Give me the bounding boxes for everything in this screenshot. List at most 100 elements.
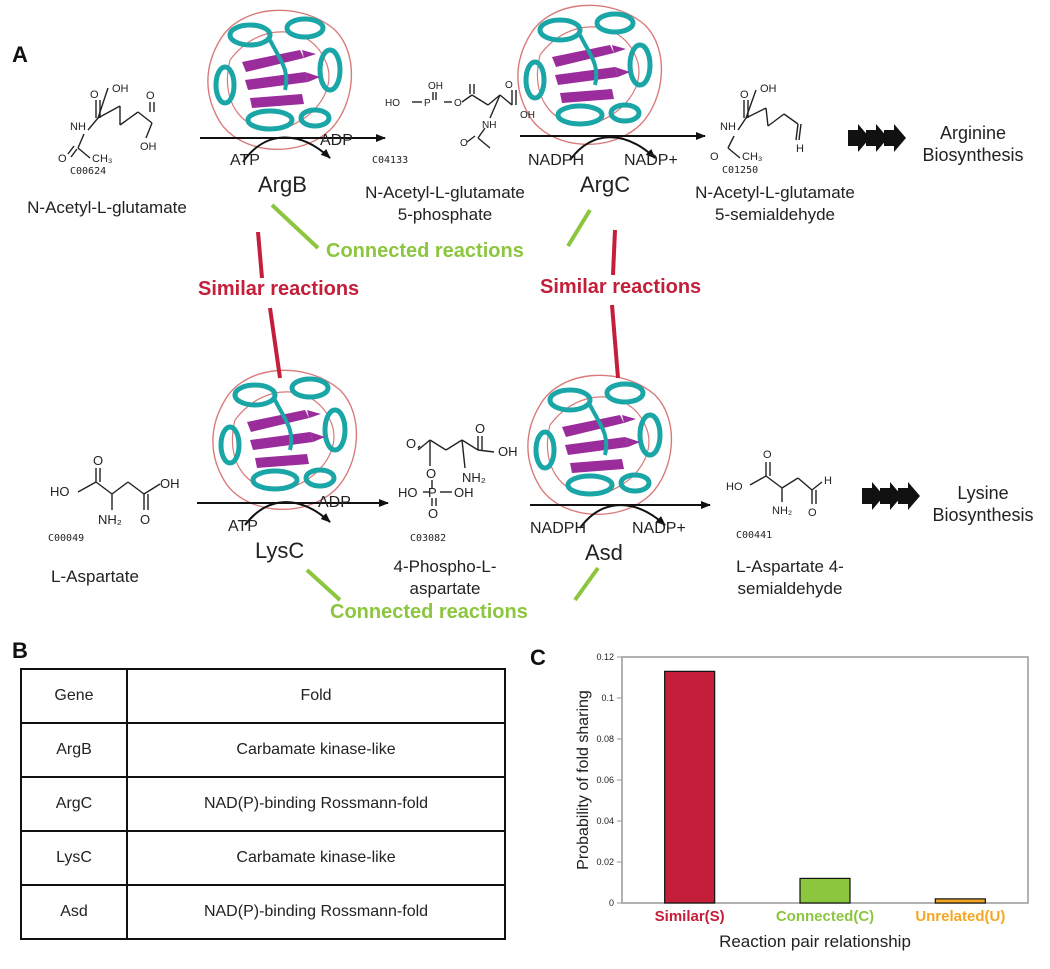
argb-cofactor-arrow — [242, 136, 331, 163]
atom-label: O — [93, 453, 103, 468]
atom-label: HO — [385, 98, 400, 109]
atom-label: OH — [140, 141, 157, 153]
y-tick-label: 0 — [609, 898, 614, 908]
atom-label: OH — [760, 83, 777, 95]
similar-line-argb-top — [256, 231, 264, 279]
argb-protein-structure — [208, 10, 352, 149]
connected-line-lysc — [305, 568, 342, 602]
table-cell-fold: Carbamate kinase-like — [126, 830, 506, 886]
kegg-id-c00624: C00624 — [70, 166, 107, 177]
atom-label: HO — [398, 485, 418, 500]
x-tick-label: Unrelated(U) — [915, 908, 1005, 925]
atom-label: P — [424, 98, 431, 109]
lysc-cofactor-out: ADP — [318, 494, 351, 511]
connected-line-asd — [573, 566, 600, 602]
atom-label: P — [428, 485, 437, 500]
atom-label: OH — [428, 81, 443, 92]
enzyme-argc: ArgC — [580, 172, 631, 197]
l-aspartate-4-semialdehyde-structure — [749, 462, 823, 504]
asd-cofactor-out: NADP+ — [632, 520, 686, 537]
fold-sharing-bar-chart: 00.020.040.060.080.10.12Similar(S)Connec… — [575, 652, 1029, 951]
atom-label: NH₂ — [98, 512, 122, 527]
atom-label: CH₃ — [92, 153, 112, 165]
asd-cofactor-arrow — [579, 504, 666, 529]
connected-reactions-label-bottom: Connected reactions — [330, 601, 528, 623]
compound-l-aspartate-4-semialdehyde: L-Aspartate 4- semialdehyde — [736, 557, 844, 598]
atom-label: O — [428, 506, 438, 521]
compound-n-acetyl-l-glutamate: N-Acetyl-L-glutamate — [27, 198, 187, 217]
table-header-fold: Fold — [126, 668, 506, 724]
panel-c-label: C — [530, 645, 546, 670]
table-cell-gene: ArgB — [20, 722, 128, 778]
bar-similar-s — [664, 670, 716, 904]
table-row: ArgB Carbamate kinase-like — [20, 722, 506, 778]
table-header-gene: Gene — [20, 668, 128, 724]
atom-label: H — [796, 143, 804, 155]
atom-label: HO — [726, 481, 743, 493]
y-tick-label: 0.02 — [596, 857, 614, 867]
l-aspartate-structure — [77, 468, 161, 510]
table-cell-gene: Asd — [20, 884, 128, 940]
atom-label: HO — [50, 484, 70, 499]
atom-label: NH — [70, 121, 86, 133]
kegg-id-c00049: C00049 — [48, 533, 85, 544]
compound-n-acetyl-l-glutamate-5-semialdehyde: N-Acetyl-L-glutamate 5-semialdehyde — [695, 183, 855, 224]
atom-label: O — [426, 466, 436, 481]
kegg-id-c01250: C01250 — [722, 165, 759, 176]
kegg-id-c03082: C03082 — [410, 533, 447, 544]
argb-cofactor-out: ADP — [320, 132, 353, 149]
atom-label: H — [824, 475, 832, 487]
table-row: ArgC NAD(P)-binding Rossmann-fold — [20, 776, 506, 832]
atom-label: O — [505, 80, 513, 91]
lysine-pathway-arrows — [862, 482, 920, 510]
atom-label: NH₂ — [772, 505, 792, 517]
atom-label: O — [740, 89, 749, 101]
argc-cofactor-out: NADP+ — [624, 152, 678, 169]
similar-reactions-label-left: Similar reactions — [198, 278, 360, 300]
similar-line-argb-bottom — [268, 307, 282, 379]
arginine-biosynthesis-label: Arginine Biosynthesis — [922, 123, 1024, 165]
atom-label: NH — [482, 120, 496, 131]
n-acetyl-l-glutamate-5-phosphate-structure — [412, 84, 517, 149]
arginine-pathway-arrows — [848, 124, 906, 152]
connected-line-argb — [270, 203, 320, 250]
asd-cofactor-in: NADPH — [530, 520, 587, 537]
asd-protein-structure — [528, 375, 672, 514]
atom-label: O — [460, 138, 468, 149]
lysc-cofactor-arrow — [244, 501, 331, 526]
n-acetyl-l-glutamate-5-semialdehyde-structure — [727, 89, 802, 159]
lysine-biosynthesis-label: Lysine Biosynthesis — [932, 483, 1034, 525]
argc-protein-structure — [518, 5, 662, 144]
compound-4-phospho-l-aspartate: 4-Phospho-L- aspartate — [393, 557, 497, 598]
panel-a-label: A — [12, 42, 28, 67]
compound-l-aspartate: L-Aspartate — [51, 567, 139, 586]
table-header-row: Gene Fold — [20, 668, 506, 724]
y-tick-label: 0.08 — [596, 734, 614, 744]
argc-cofactor-arrow — [569, 136, 656, 161]
atom-label: O — [808, 507, 817, 519]
argb-cofactor-in: ATP — [230, 152, 260, 169]
panel-b-label: B — [12, 638, 28, 663]
compound-n-acetyl-l-glutamate-5-phosphate: N-Acetyl-L-glutamate 5-phosphate — [365, 183, 525, 224]
table-cell-gene: LysC — [20, 830, 128, 886]
pathway-diagram: OH O O OH NH O CH₃ HO P O OH O OH NH O — [50, 0, 920, 602]
y-tick-label: 0.1 — [601, 693, 614, 703]
atom-label: OH — [160, 476, 180, 491]
atom-label: NH — [720, 121, 736, 133]
table-cell-gene: ArgC — [20, 776, 128, 832]
enzyme-asd: Asd — [585, 540, 623, 565]
y-tick-label: 0.06 — [596, 775, 614, 785]
table-cell-fold: NAD(P)-binding Rossmann-fold — [126, 884, 506, 940]
similar-line-argc-bottom — [610, 304, 620, 379]
enzyme-lysc: LysC — [255, 538, 305, 563]
atom-label: O — [475, 421, 485, 436]
y-tick-label: 0.12 — [596, 652, 614, 662]
atom-label: O — [58, 153, 67, 165]
4-phospho-l-aspartate-structure — [417, 436, 495, 506]
atom-label: CH₃ — [742, 151, 762, 163]
lysc-protein-structure — [213, 370, 357, 509]
argc-cofactor-in: NADPH — [528, 152, 585, 169]
kegg-id-c00441: C00441 — [736, 530, 773, 541]
y-axis-title: Probability of fold sharing — [575, 690, 592, 870]
x-tick-label: Connected(C) — [776, 908, 874, 925]
